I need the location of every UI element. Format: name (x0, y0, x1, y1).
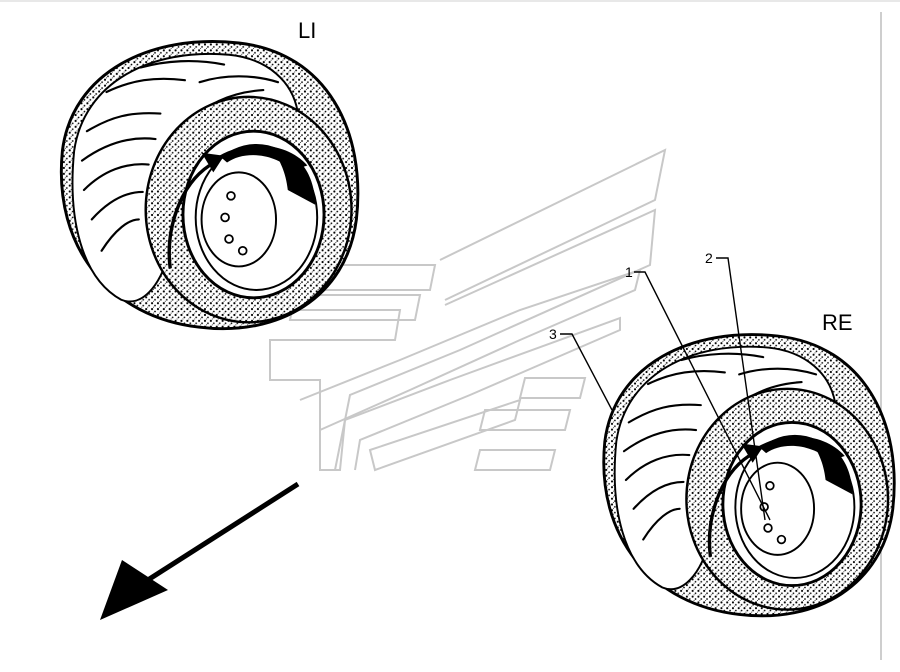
callout-2: 2 (705, 250, 713, 266)
callout-3: 3 (549, 326, 557, 342)
travel-direction-arrow-icon (100, 481, 300, 620)
right-wheel-tyre (602, 332, 896, 618)
label-right-side: RE (822, 310, 853, 335)
label-left-side: LI (298, 18, 316, 43)
watermark-logo-icon (269, 148, 667, 472)
leader-1 (634, 271, 771, 521)
leader-2 (716, 257, 766, 521)
callout-1: 1 (625, 264, 633, 280)
leader-3 (560, 333, 613, 411)
left-wheel-tyre (59, 39, 360, 331)
callout-leaders (560, 257, 771, 521)
